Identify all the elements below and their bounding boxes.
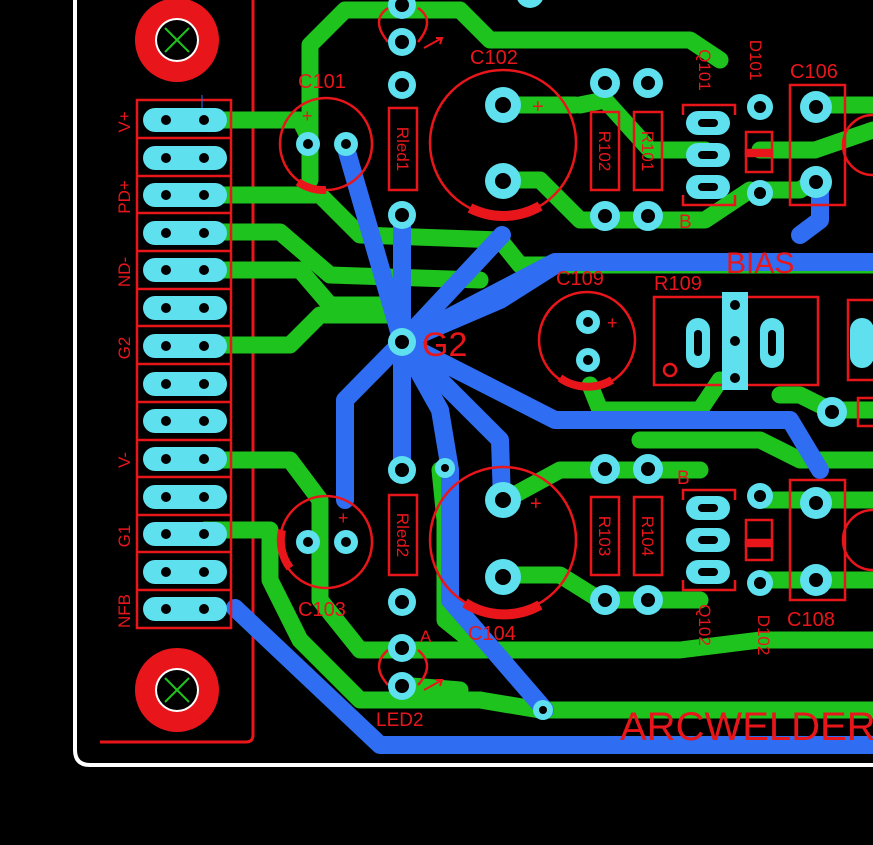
net-label-g2: G2 [422, 326, 467, 364]
rled2-outline [387, 493, 419, 577]
trimmer-pads [686, 292, 873, 390]
led-icon [423, 37, 444, 691]
pad-layer [143, 0, 873, 720]
r104-outline [632, 495, 664, 577]
label-b-top: B [679, 212, 692, 233]
silkscreen-text: V+ PD+ ND- G2 V- G1 NFB C101 C102 C103 C… [115, 40, 873, 749]
connector-dividers [137, 136, 231, 592]
label-c104: C104 [468, 623, 516, 645]
brand-text: ARCWELDER [620, 705, 873, 749]
label-c102: C102 [470, 47, 518, 69]
label-c103: C103 [298, 599, 346, 621]
pad-holes [303, 0, 839, 714]
pin-label-vminus: V- [115, 452, 134, 468]
label-c101: C101 [298, 71, 346, 93]
label-d102: D102 [754, 615, 773, 656]
label-r101: R101 [638, 131, 657, 172]
label-rled2: Rled2 [393, 513, 412, 557]
pin-label-pdplus: PD+ [115, 180, 134, 214]
label-q102: Q102 [695, 604, 714, 646]
pin-label-g1: G1 [115, 525, 134, 548]
board-outline [73, 0, 873, 767]
label-r102: R102 [595, 131, 614, 172]
silk-frame [100, 0, 255, 744]
plus-mark: + [532, 96, 544, 118]
c106-outline [788, 83, 847, 207]
plus-mark: + [338, 508, 349, 528]
transistor-pads [686, 111, 730, 584]
pin-label-nfb: NFB [115, 594, 134, 628]
label-b-bottom: B [677, 468, 690, 489]
label-rled1: Rled1 [393, 127, 412, 171]
mounting-hole-icon [135, 648, 219, 732]
label-r109: R109 [654, 273, 702, 295]
plus-mark: + [607, 313, 618, 333]
label-r103: R103 [595, 516, 614, 557]
c101-outline [278, 96, 374, 192]
label-c109: C109 [556, 268, 604, 290]
rled1-outline [387, 106, 419, 192]
pin-label-ndminus: ND- [115, 257, 134, 287]
r103-outline [589, 495, 621, 577]
mounting-hole-icon [135, 0, 219, 82]
label-q101: Q101 [695, 49, 714, 91]
r102-outline [589, 110, 621, 192]
label-r104: R104 [638, 516, 657, 557]
label-c106: C106 [790, 61, 838, 83]
bottom-copper-layer [226, 136, 873, 754]
label-led2: LED2 [376, 710, 424, 731]
c108-outline [788, 478, 847, 602]
label-a: A [420, 627, 432, 646]
c109-outline [537, 290, 637, 390]
label-c108: C108 [787, 609, 835, 631]
label-d101: D101 [746, 40, 765, 81]
plus-mark: + [530, 493, 542, 515]
connector-pads [143, 108, 227, 621]
pin-label-g2: G2 [115, 337, 134, 360]
plus-mark: + [302, 106, 313, 126]
label-bias: BIAS [726, 247, 794, 280]
pin-label-vplus: V+ [115, 111, 134, 132]
r101-outline [632, 110, 664, 192]
